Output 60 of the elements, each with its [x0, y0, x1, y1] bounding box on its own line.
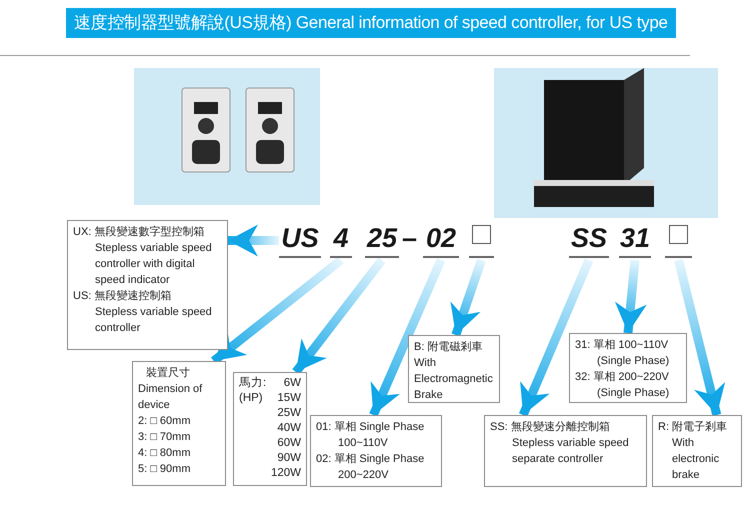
description-text: 15W [276, 391, 301, 406]
arrow [228, 224, 279, 256]
description-text: With electronic brake [671, 436, 720, 483]
arrow [614, 260, 647, 334]
description-text: SS: 無段變速分離控制箱 [490, 420, 611, 435]
description-box [408, 335, 500, 403]
description-text: (Single Phase) [596, 354, 670, 369]
description-text: With Electromagnetic Brake [414, 356, 494, 403]
description-text: Dimension of device [138, 382, 204, 413]
description-text: 馬力: [239, 376, 268, 391]
model-code: 31 [619, 223, 651, 258]
blank-code-box [469, 223, 494, 258]
description-text: 裝置尺寸 [145, 366, 191, 381]
description-text: Stepless variable speed controller [94, 305, 213, 336]
code-separator: – [402, 223, 418, 253]
description-box [569, 333, 687, 403]
arrow [369, 258, 446, 417]
description-text: 120W [270, 466, 301, 481]
description-text: (Single Phase) [596, 386, 670, 401]
description-text: 90W [276, 451, 301, 466]
description-text: 32: 單相 200~220V [575, 370, 670, 385]
description-text: 02: 單相 Single Phase [316, 452, 426, 467]
description-box [484, 415, 647, 487]
description-text: 01: 單相 Single Phase [316, 420, 426, 435]
title-banner: 速度控制器型號解說(US規格) General information of speed controller, for US type [66, 8, 676, 38]
model-code: 02 [423, 223, 459, 258]
description-text: 200~220V [337, 468, 390, 483]
model-code: 25 [365, 223, 399, 258]
product-photo [134, 68, 320, 205]
description-text: UX: 無段變速數字型控制箱 [73, 224, 206, 240]
description-text: 3: □ 70mm [138, 430, 192, 445]
description-text: 2: □ 60mm [138, 414, 192, 429]
product-photo [494, 68, 718, 218]
description-text: Stepless variable speed controller with digital speed indicator [94, 241, 213, 288]
description-text: 4: □ 80mm [138, 446, 192, 461]
description-text: R: 附電子剎車 [658, 420, 728, 435]
description-text: US: 無段變速控制箱 [73, 289, 172, 304]
model-code: SS [569, 223, 609, 258]
description-text: (HP) [239, 391, 264, 406]
description-box [310, 415, 442, 487]
description-text: 60W [276, 436, 301, 451]
description-box [233, 372, 307, 486]
description-box [652, 415, 742, 487]
model-code: 4 [330, 223, 352, 258]
model-code: US [279, 223, 321, 258]
description-text: 25W [276, 406, 301, 421]
description-text: 6W [282, 376, 301, 391]
description-text: 40W [276, 421, 301, 436]
description-text: 31: 單相 100~110V [575, 338, 670, 353]
arrow [518, 258, 594, 417]
arrow [450, 258, 486, 336]
arrow [674, 258, 726, 416]
description-text: Stepless variable speed separate controller [511, 436, 630, 467]
description-text: 100~110V [337, 436, 389, 451]
description-text: 5: □ 90mm [138, 462, 192, 477]
description-box [67, 220, 228, 350]
blank-code-box [665, 223, 692, 258]
description-text: B: 附電磁剎車 [414, 340, 484, 355]
arrow [292, 257, 386, 375]
description-box [132, 361, 226, 486]
